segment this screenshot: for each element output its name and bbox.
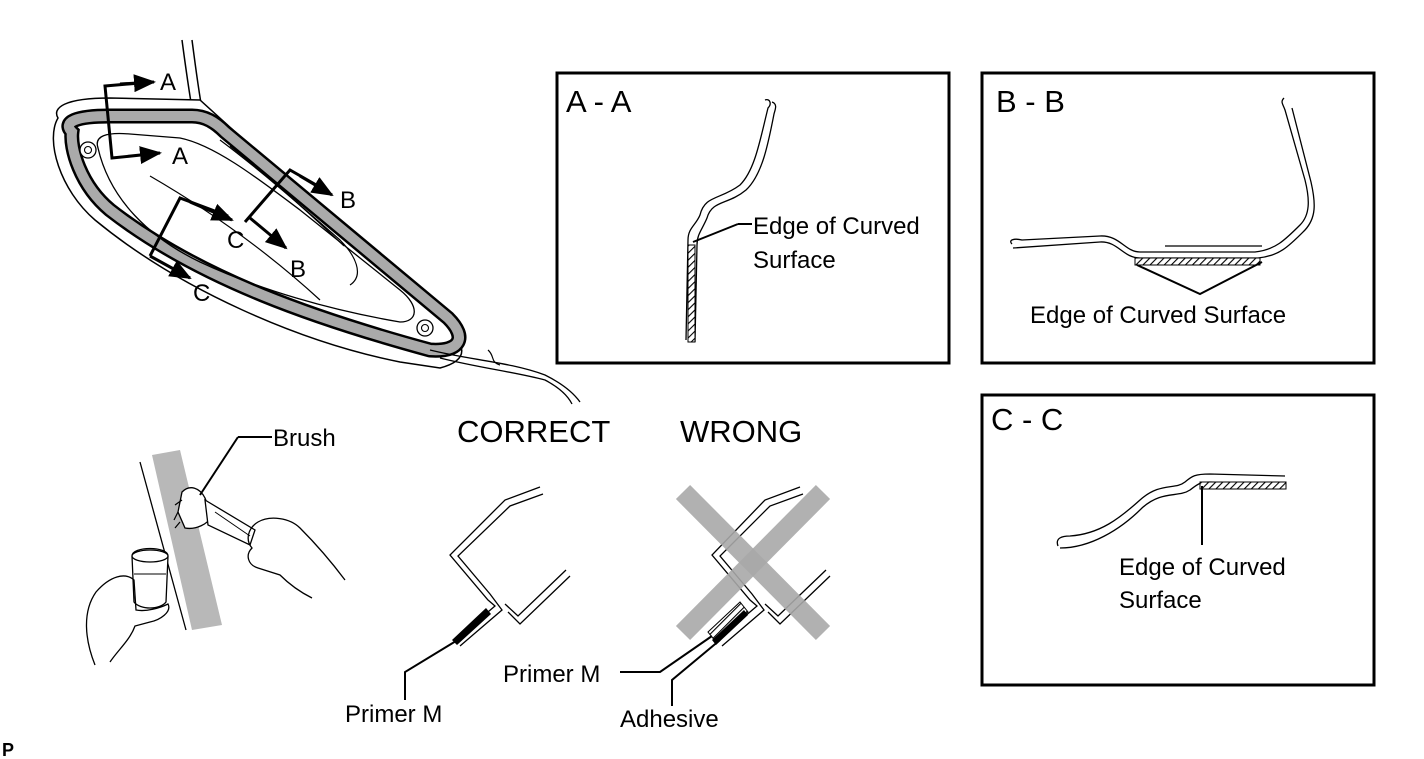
clip-hole [416, 319, 434, 337]
section-c-top-label: C [227, 227, 244, 254]
right-hand [247, 517, 346, 599]
primer-bottle [131, 547, 169, 609]
panel-bb-title: B - B [996, 84, 1065, 119]
panel-cc-frame [980, 393, 1376, 687]
brush-leader [199, 436, 239, 496]
panel-aa-leader [692, 223, 739, 243]
correct-example: CORRECT Primer M [345, 414, 610, 728]
section-b-top-label: B [340, 187, 356, 214]
section-c-bottom-label: C [193, 280, 210, 307]
panel-aa-edge-label-1: Edge of Curved [753, 213, 920, 240]
panel-cc-profile [1056, 473, 1286, 547]
correct-primer-label: Primer M [345, 701, 442, 728]
panel-aa-profile [685, 98, 771, 341]
panel-cc-edge-label-1: Edge of Curved [1119, 554, 1286, 581]
wrong-adhesive-strip [707, 601, 749, 643]
panel-cc-edge-label-2: Surface [1119, 587, 1202, 614]
wrong-adhesive-label: Adhesive [620, 706, 719, 733]
channel-strip [152, 450, 222, 630]
correct-primer-strip [452, 608, 491, 645]
wrong-primer-leader [620, 635, 713, 673]
panel-aa-title: A - A [566, 84, 632, 119]
wrong-example: WRONG Primer M Adhesive [503, 414, 831, 733]
wrong-heading: WRONG [680, 414, 802, 449]
corner-letter: P [2, 740, 14, 759]
panel-cc-adhesive-strip [1199, 481, 1287, 490]
panel-bb-profile [1010, 97, 1309, 253]
panel-section-bb: B - B Edge of Curved Surface [980, 71, 1376, 365]
correct-primer-leader [404, 640, 457, 700]
section-a-top-label: A [160, 69, 176, 96]
wrong-adhesive-leader [671, 639, 721, 706]
brush-label: Brush [273, 425, 336, 452]
wire [429, 349, 581, 403]
wrong-cross-mark [675, 484, 831, 641]
panel-bb-leader [1136, 261, 1263, 296]
panel-aa-adhesive-strip [687, 244, 696, 343]
section-b-bottom-label: B [290, 256, 306, 283]
inner-opening [96, 132, 415, 323]
panel-bb-adhesive-strip [1134, 257, 1261, 266]
brush-application-drawing: Brush [85, 425, 346, 666]
panel-aa-edge-label-2: Surface [753, 247, 836, 274]
section-a-bottom-label: A [172, 143, 188, 170]
panel-aa-frame [555, 71, 951, 365]
clip-hole [79, 141, 97, 159]
panel-bb-frame [980, 71, 1376, 365]
window-overview-drawing: A A B B C C [52, 39, 581, 405]
wrong-primer-label: Primer M [503, 661, 600, 688]
panel-cc-title: C - C [991, 402, 1063, 437]
correct-heading: CORRECT [457, 414, 610, 449]
panel-bb-edge-label: Edge of Curved Surface [1030, 302, 1286, 329]
wrong-primer-strip [712, 610, 748, 645]
glass-outer-outline [52, 97, 463, 369]
left-hand [85, 575, 170, 666]
panel-section-aa: A - A Edge of Curved Surface [555, 71, 951, 365]
panel-section-cc: C - C Edge of Curved Surface [980, 393, 1376, 687]
